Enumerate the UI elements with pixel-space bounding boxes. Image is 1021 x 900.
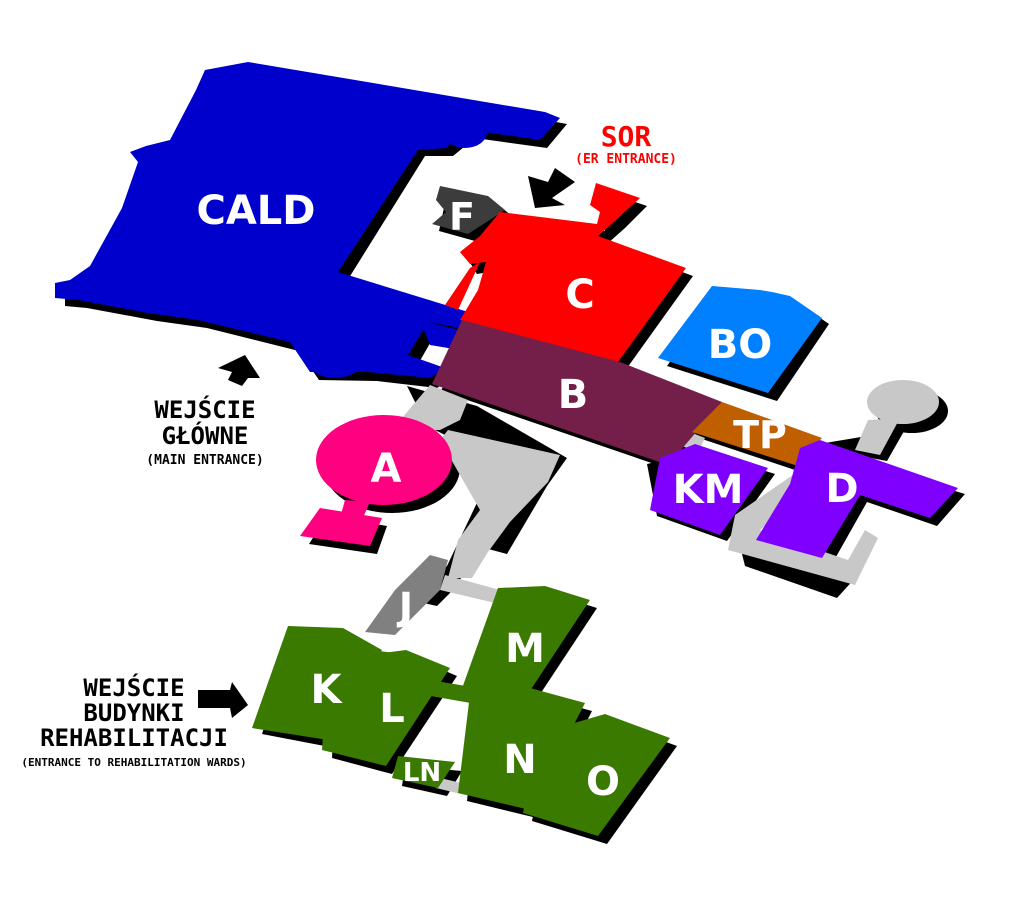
- label-k: K: [311, 667, 344, 713]
- building-d[interactable]: [756, 440, 958, 558]
- label-km: KM: [673, 467, 744, 513]
- arrow-sor-icon: [528, 168, 575, 208]
- corridor-d-stem: [855, 418, 900, 455]
- building-n[interactable]: [458, 688, 585, 810]
- building-bo[interactable]: [658, 286, 822, 393]
- rehab-link-l-m: [425, 680, 490, 705]
- c-link-to-cald: [445, 262, 480, 310]
- caption-main-line1: WEJŚCIE: [154, 394, 255, 424]
- rehab-link-n-o: [512, 730, 560, 750]
- building-a-stem: [340, 500, 370, 520]
- label-o: O: [586, 759, 620, 805]
- caption-sor-title: SOR: [601, 120, 652, 153]
- building-m[interactable]: [460, 586, 590, 706]
- building-o[interactable]: [523, 714, 670, 836]
- label-tp: TP: [733, 413, 787, 457]
- building-k[interactable]: [252, 626, 382, 740]
- label-b: B: [558, 372, 589, 418]
- label-c: C: [565, 272, 594, 318]
- corridor-b-to-a: [402, 385, 468, 430]
- building-km[interactable]: [650, 444, 768, 535]
- corridor-d-rotunda: [867, 380, 939, 424]
- building-f[interactable]: [432, 186, 505, 234]
- building-l[interactable]: [322, 650, 450, 766]
- caption-main-line2: GŁÓWNE: [162, 420, 249, 450]
- caption-rehab-line1: WEJŚCIE: [83, 672, 184, 702]
- corridor-d-loop: [728, 470, 878, 585]
- cald-rotunda-top: [443, 116, 487, 148]
- building-tp[interactable]: [692, 402, 822, 466]
- arrow-rehab-entrance-icon: [198, 682, 248, 718]
- building-ln[interactable]: [392, 756, 455, 788]
- arrow-main-entrance-icon: [218, 355, 260, 386]
- caption-rehab-line2: BUDYNKI: [83, 699, 184, 727]
- rehab-link-k-l: [358, 650, 412, 678]
- label-ln: LN: [403, 758, 441, 788]
- label-l: L: [379, 686, 405, 732]
- label-cald: CALD: [196, 188, 315, 234]
- caption-main-sub: (MAIN ENTRANCE): [146, 453, 263, 468]
- building-b[interactable]: [432, 320, 722, 465]
- building-a[interactable]: [316, 415, 452, 505]
- label-j: J: [396, 585, 413, 629]
- building-c[interactable]: [460, 183, 686, 362]
- label-f: F: [449, 195, 475, 239]
- caption-sor-sub: (ER ENTRANCE): [575, 152, 677, 167]
- caption-rehab-sub: (ENTRANCE TO REHABILITATION WARDS): [21, 756, 246, 769]
- label-a: A: [371, 446, 402, 492]
- label-n: N: [503, 737, 536, 783]
- label-m: M: [505, 626, 545, 672]
- caption-rehab-line3: REHABILITACJI: [40, 724, 228, 752]
- label-d: D: [825, 466, 858, 512]
- building-cald[interactable]: [55, 62, 560, 378]
- corridor-b-to-j: [440, 430, 560, 578]
- building-j[interactable]: [365, 555, 448, 635]
- cald-rotunda-bottom: [307, 342, 363, 378]
- label-bo: BO: [708, 322, 773, 368]
